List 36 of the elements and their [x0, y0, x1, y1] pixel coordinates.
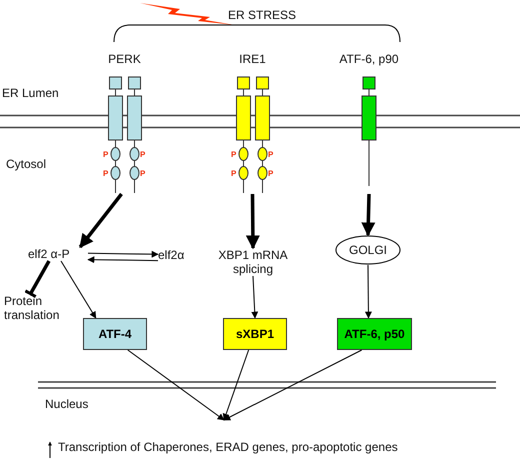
phospho-mark: P [140, 169, 146, 179]
phospho-mark: P [268, 169, 274, 179]
arrow [246, 194, 260, 250]
factor-box: ATF-6, p50 [337, 318, 412, 350]
factor-box: ATF-4 [83, 318, 147, 350]
arrow [223, 350, 362, 420]
arrow [361, 194, 376, 236]
phospho-mark: P [103, 169, 108, 179]
protein-label: elf2 α-P [28, 247, 88, 261]
arrow [364, 264, 372, 319]
arrow [251, 276, 258, 319]
stress-label: ER STRESS [228, 8, 296, 22]
arrow [87, 256, 158, 264]
note-text: Transcription of Chaperones, ERAD genes, pro-apoptotic genes [58, 440, 398, 454]
phospho-mark: P [268, 150, 274, 160]
factor-box: sXBP1 [223, 318, 287, 350]
arrow [88, 250, 159, 258]
phospho-mark: P [231, 150, 236, 160]
process-label: Protein translation [4, 294, 70, 322]
receptor-label: PERK [107, 52, 142, 66]
process-label: XBP1 mRNA splicing [211, 248, 295, 276]
arrow [78, 192, 123, 248]
phospho-mark: P [231, 169, 236, 179]
arrow [60, 260, 96, 319]
phospho-mark: P [103, 150, 108, 160]
arrow [222, 350, 250, 421]
receptor-label: IRE1 [238, 52, 267, 66]
protein-label: elf2α [158, 248, 198, 262]
organelle-label: GOLGI [348, 243, 388, 257]
receptor-label: ATF-6, p90 [338, 52, 400, 66]
phospho-mark: P [140, 150, 146, 160]
arrow [127, 350, 225, 420]
region-label: Nucleus [45, 397, 88, 411]
region-label: Cytosol [6, 157, 46, 171]
region-label: ER Lumen [2, 86, 59, 100]
inhibition-line [23, 260, 51, 299]
